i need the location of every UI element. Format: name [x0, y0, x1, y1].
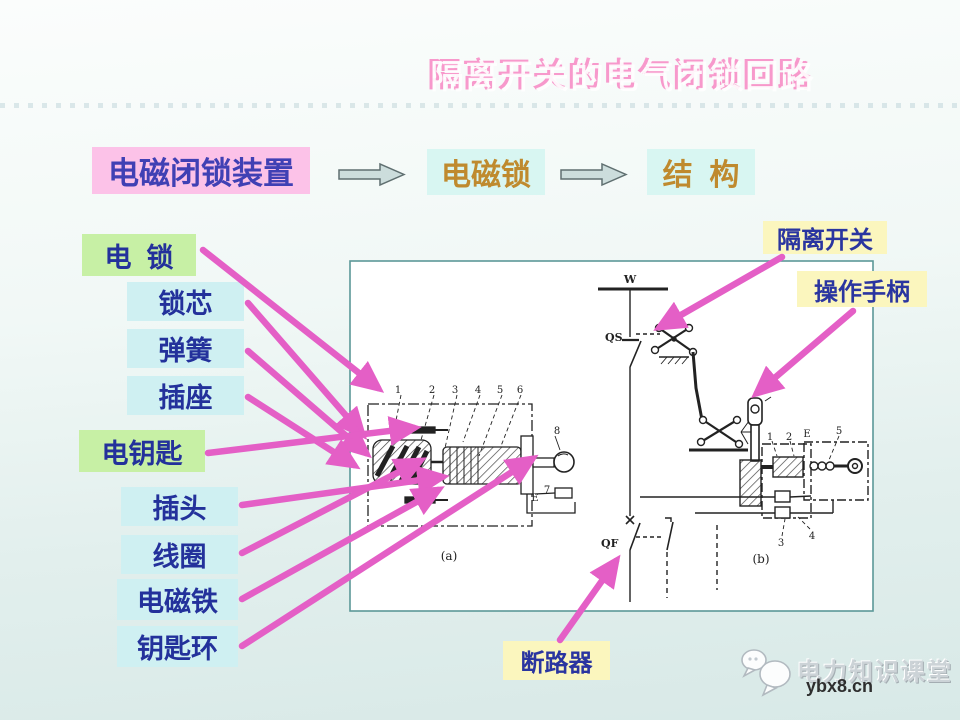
label-coil: 线圈	[121, 535, 238, 574]
arrow-lock-core	[244, 299, 368, 440]
page-title: 隔离开关的电气闭锁回路 隔离开关的电气闭锁回路	[290, 48, 950, 95]
svg-text:E: E	[803, 429, 810, 440]
page-title-pink-layer: 隔离开关的电气闭锁回路	[427, 56, 813, 93]
label-spring: 弹簧	[127, 329, 244, 368]
svg-text:5: 5	[836, 426, 842, 437]
svg-text:2: 2	[429, 385, 435, 396]
svg-text:W: W	[623, 273, 637, 286]
svg-text:(a): (a)	[441, 549, 458, 563]
label-key-ring: 钥匙环	[117, 626, 238, 667]
watermark-brand: 电力知识课堂	[797, 659, 953, 686]
chat-bubbles-icon	[741, 649, 791, 697]
svg-text:7: 7	[544, 485, 550, 496]
svg-text:3: 3	[778, 538, 784, 549]
svg-text:5: 5	[497, 385, 503, 396]
label-socket: 插座	[127, 376, 244, 415]
svg-text:1: 1	[767, 432, 773, 443]
flow-step-lock: 电磁锁	[427, 149, 545, 195]
arrow-socket	[244, 393, 361, 470]
flow-step-device: 电磁闭锁装置	[92, 147, 310, 194]
label-circuit-breaker: 断路器	[503, 641, 610, 680]
svg-text:2: 2	[786, 432, 792, 443]
svg-text:QS: QS	[605, 331, 623, 344]
label-electric-key: 电钥匙	[79, 430, 205, 472]
lock-diagram-panel: 1 2 3 4 5 6 8 7 E (a)	[349, 260, 874, 612]
svg-text:3: 3	[452, 385, 458, 396]
label-electromagnet: 电磁铁	[117, 579, 238, 620]
label-plug: 插头	[121, 487, 238, 526]
svg-text:1: 1	[395, 385, 401, 396]
right-block-arrow-icon	[338, 162, 406, 187]
svg-text:4: 4	[475, 385, 481, 396]
page-title-white-layer: 隔离开关的电气闭锁回路	[430, 58, 816, 95]
interlock-circuit-drawing	[598, 287, 869, 602]
label-lock-core: 锁芯	[127, 282, 244, 321]
svg-text:6: 6	[517, 385, 523, 396]
svg-text:QF: QF	[601, 537, 619, 550]
decorative-dash-row	[0, 103, 960, 108]
right-block-arrow-icon	[560, 162, 628, 187]
svg-text:(b): (b)	[752, 552, 769, 566]
flow-step-structure: 结 构	[647, 149, 755, 195]
svg-text:E: E	[531, 493, 538, 504]
label-isolator-switch: 隔离开关	[763, 221, 887, 254]
svg-text:8: 8	[554, 426, 560, 437]
svg-text:4: 4	[809, 531, 815, 542]
watermark-site: ybx8.cn	[806, 676, 874, 696]
label-electric-lock: 电 锁	[82, 234, 196, 276]
interlock-circuit-labels: W QS QF 1 2 E 5 3 4 (b)	[601, 273, 842, 566]
label-operating-handle: 操作手柄	[797, 271, 927, 307]
